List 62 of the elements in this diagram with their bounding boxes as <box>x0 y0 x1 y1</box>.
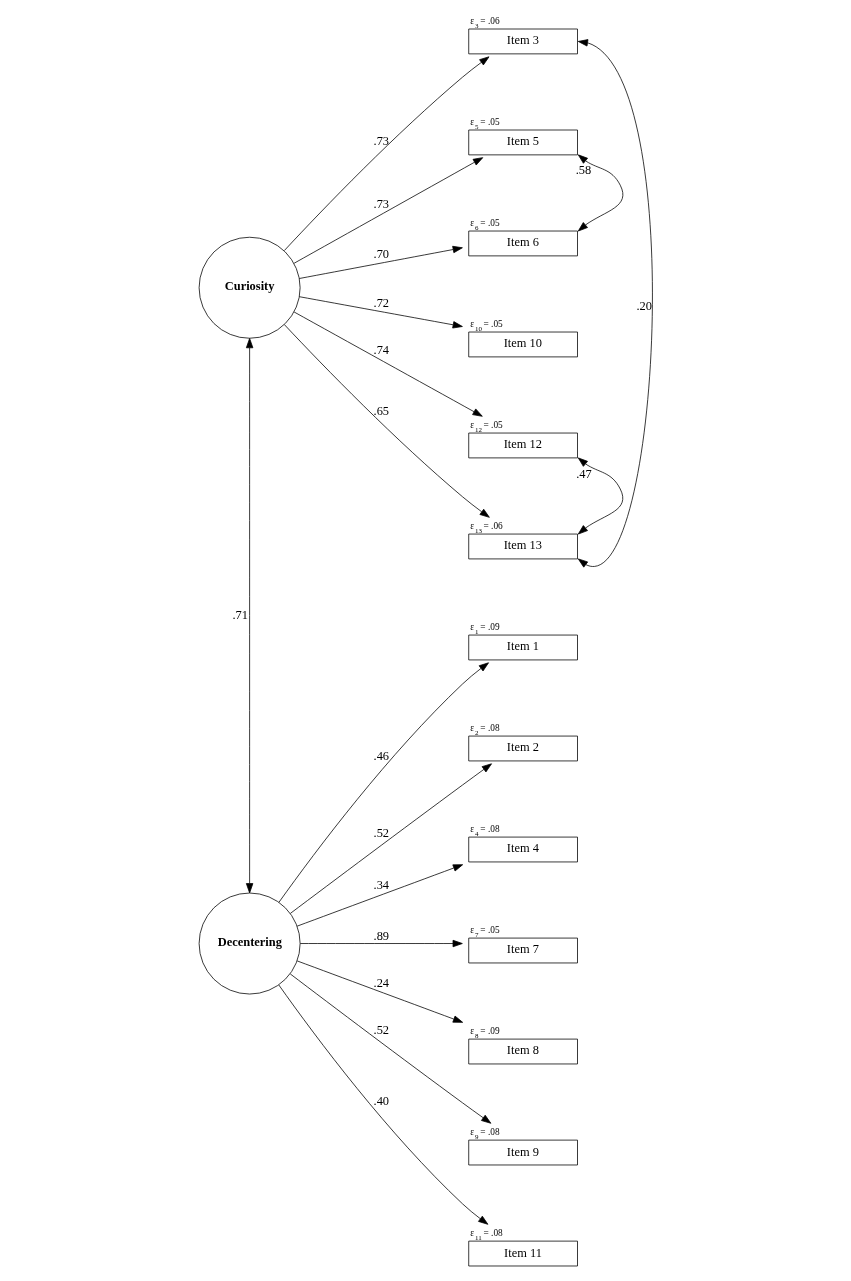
node-box: Item 4 <box>467 836 578 863</box>
node-box: Item 9 <box>467 1139 578 1166</box>
edge-label: .24 <box>373 975 389 990</box>
node-box: Item 1 <box>467 634 578 661</box>
arrow <box>293 311 483 417</box>
node-box: Item 11 <box>467 1240 578 1267</box>
node-circle: Decentering <box>198 892 300 995</box>
node-circle: Curiosity <box>198 236 300 339</box>
node-label: ε$_{6}$ = .05 <box>469 218 500 233</box>
node-box: Item 5 <box>467 129 578 156</box>
node-label: ε$_{3}$ = .06 <box>469 16 500 31</box>
arrow <box>298 245 463 279</box>
edge-label: .72 <box>373 296 389 311</box>
node-label: ε$_{12}$ = .05 <box>469 420 503 435</box>
node-box: Item 7 <box>467 937 578 964</box>
edge-label: .20 <box>636 299 652 314</box>
node-label: ε$_{10}$ = .05 <box>469 319 503 334</box>
node-label: ε$_{2}$ = .08 <box>469 723 500 738</box>
arrow <box>277 984 488 1225</box>
edge-label: .34 <box>373 877 389 892</box>
edge-label: .74 <box>373 343 389 358</box>
node-label: ε$_{9}$ = .08 <box>469 1127 500 1142</box>
node-box: Item 2 <box>467 735 578 762</box>
arrow <box>577 154 623 232</box>
edge-label: .73 <box>373 134 389 149</box>
node-box: Item 6 <box>467 230 578 257</box>
edge-label: .70 <box>373 247 389 262</box>
arrow <box>289 973 491 1124</box>
edge-label: .73 <box>373 196 389 211</box>
node-label: ε$_{13}$ = .06 <box>469 521 503 536</box>
node-box: Item 10 <box>467 331 578 358</box>
edge-label: .46 <box>373 749 389 763</box>
node-box: Item 8 <box>467 1038 578 1065</box>
node-box: Item 3 <box>467 28 578 55</box>
edge-label: .65 <box>373 404 389 419</box>
arrow <box>283 324 490 518</box>
node-label: ε$_{1}$ = .09 <box>469 622 500 637</box>
arrow <box>577 39 652 568</box>
arrow <box>293 157 483 264</box>
edge-label: .40 <box>373 1093 389 1108</box>
node-label: ε$_{11}$ = .08 <box>469 1228 503 1243</box>
edge-label: .47 <box>575 466 592 481</box>
arrow <box>299 939 463 948</box>
arrow <box>278 662 489 903</box>
arrow <box>298 296 463 329</box>
arrow <box>283 56 489 251</box>
edge-label: .52 <box>373 825 389 840</box>
node-box: Item 13 <box>467 533 578 560</box>
edge-label: .52 <box>373 1022 389 1037</box>
arrow <box>245 338 253 894</box>
node-label: ε$_{5}$ = .05 <box>469 117 500 132</box>
node-label: ε$_{7}$ = .05 <box>469 925 500 940</box>
node-label: ε$_{8}$ = .09 <box>469 1026 500 1041</box>
arrow <box>296 864 463 927</box>
edge-label: .58 <box>575 163 591 178</box>
node-box: Item 12 <box>467 432 578 459</box>
arrow <box>296 960 463 1023</box>
node-label: ε$_{4}$ = .08 <box>469 824 500 839</box>
arrow <box>289 763 492 914</box>
edge-label: .89 <box>373 928 389 943</box>
arrow <box>577 457 623 535</box>
edge-label: .71 <box>232 607 248 622</box>
